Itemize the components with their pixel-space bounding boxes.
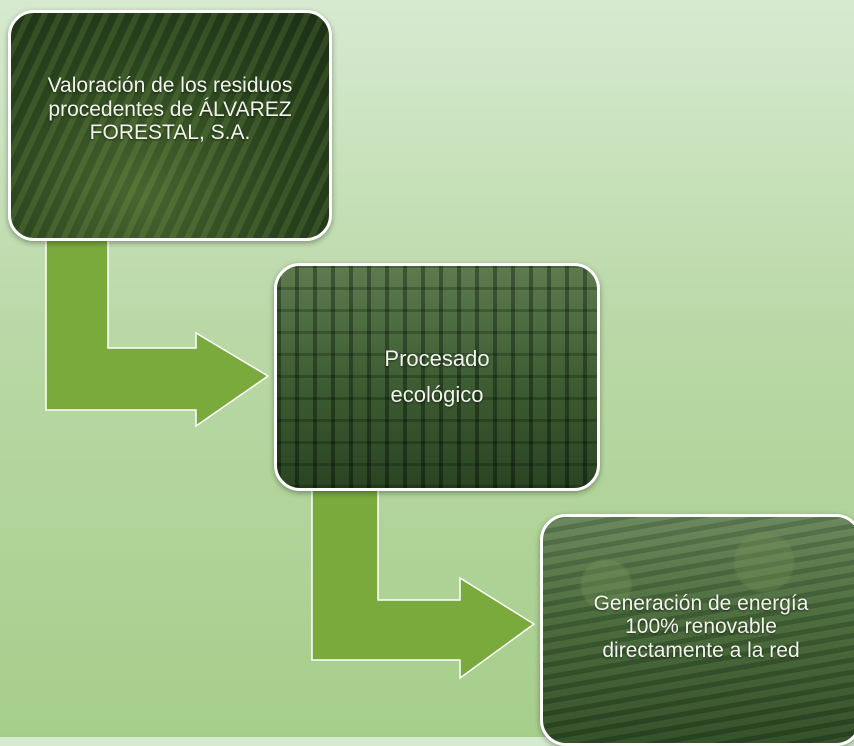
step-label-valoracion: Valoración de los residuos procedentes d… [47,74,293,145]
step-box-valoracion: Valoración de los residuos procedentes d… [8,10,332,241]
step-box-generacion: Generación de energía 100% renovable dir… [540,514,854,746]
step-label-procesado: Procesado ecológico [384,345,490,407]
step-label-generacion: Generación de energía 100% renovable dir… [593,591,809,662]
step-box-procesado: Procesado ecológico [274,263,600,491]
